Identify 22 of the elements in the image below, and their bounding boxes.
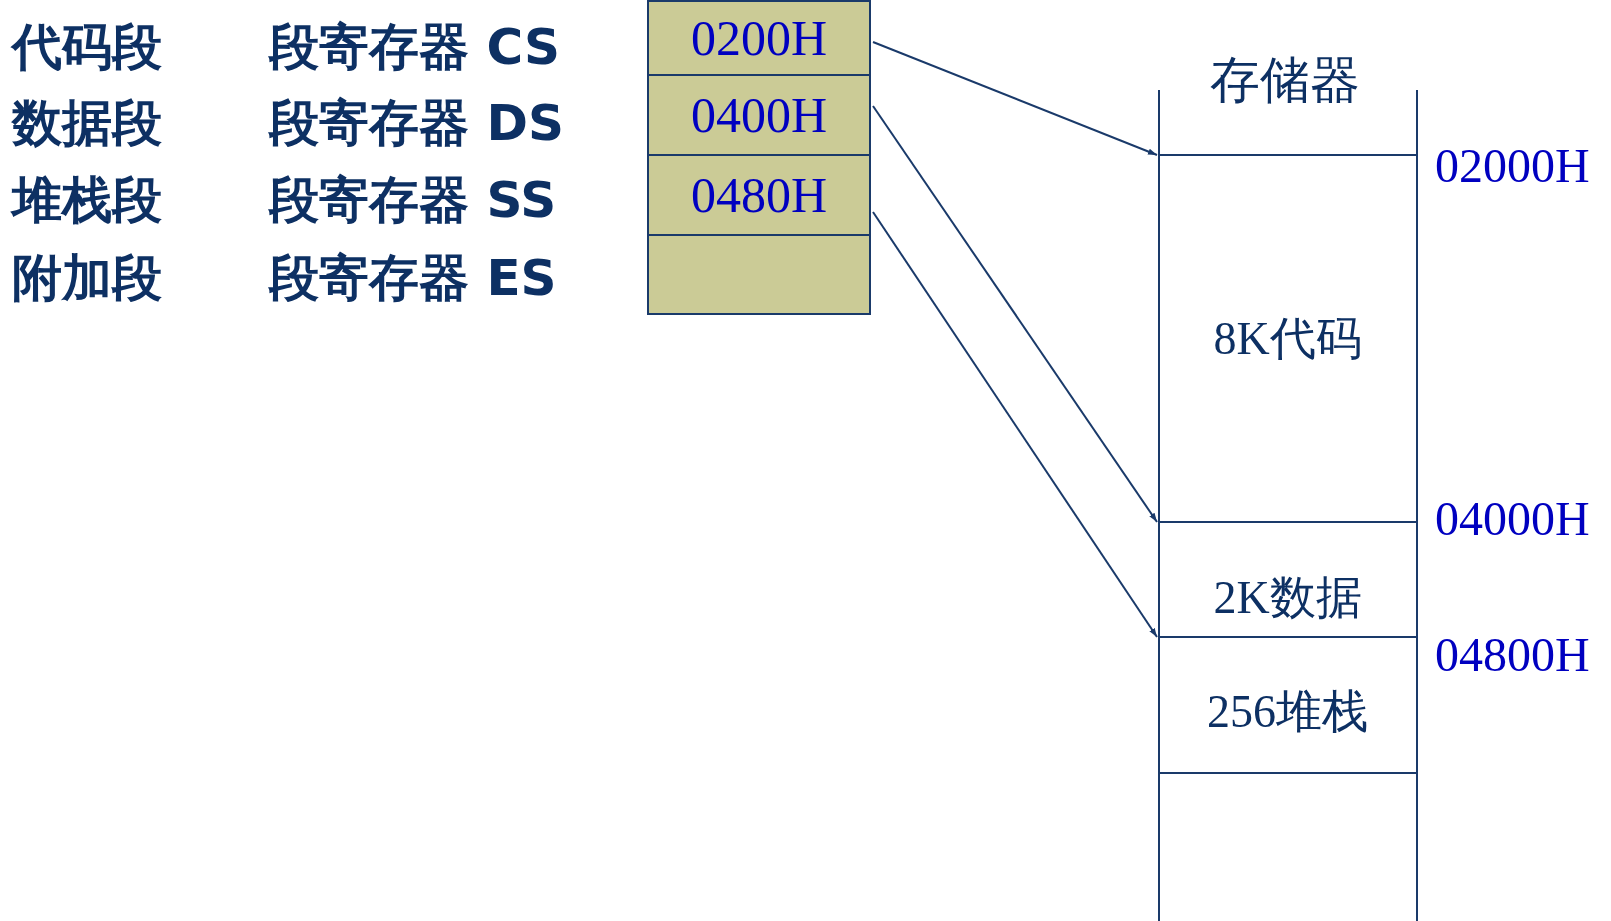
- segment-name: 代码段: [12, 22, 162, 72]
- segment-name: 附加段: [12, 253, 162, 303]
- register-name: 段寄存器 ES: [269, 253, 557, 303]
- address-label: 04800H: [1435, 631, 1590, 679]
- register-value: 0480H: [690, 170, 828, 220]
- register-name: 段寄存器 SS: [269, 175, 557, 225]
- register-cell: [647, 74, 871, 156]
- register-name: 段寄存器 DS: [269, 98, 564, 148]
- memory-title: 存储器: [1209, 50, 1361, 110]
- register-value: 0400H: [690, 90, 828, 140]
- register-cell: [647, 0, 871, 76]
- segment-name: 堆栈段: [12, 175, 162, 225]
- address-label: 02000H: [1435, 142, 1590, 190]
- address-label: 04000H: [1435, 495, 1590, 543]
- register-cell: [647, 234, 871, 315]
- segment-label: 2K数据: [1213, 575, 1362, 621]
- register-cell: [647, 154, 871, 236]
- segment-name: 数据段: [12, 98, 162, 148]
- segment-label: 8K代码: [1213, 316, 1362, 362]
- register-name: 段寄存器 CS: [269, 22, 561, 72]
- segment-label: 256堆栈: [1207, 688, 1368, 735]
- register-value: 0200H: [690, 13, 828, 63]
